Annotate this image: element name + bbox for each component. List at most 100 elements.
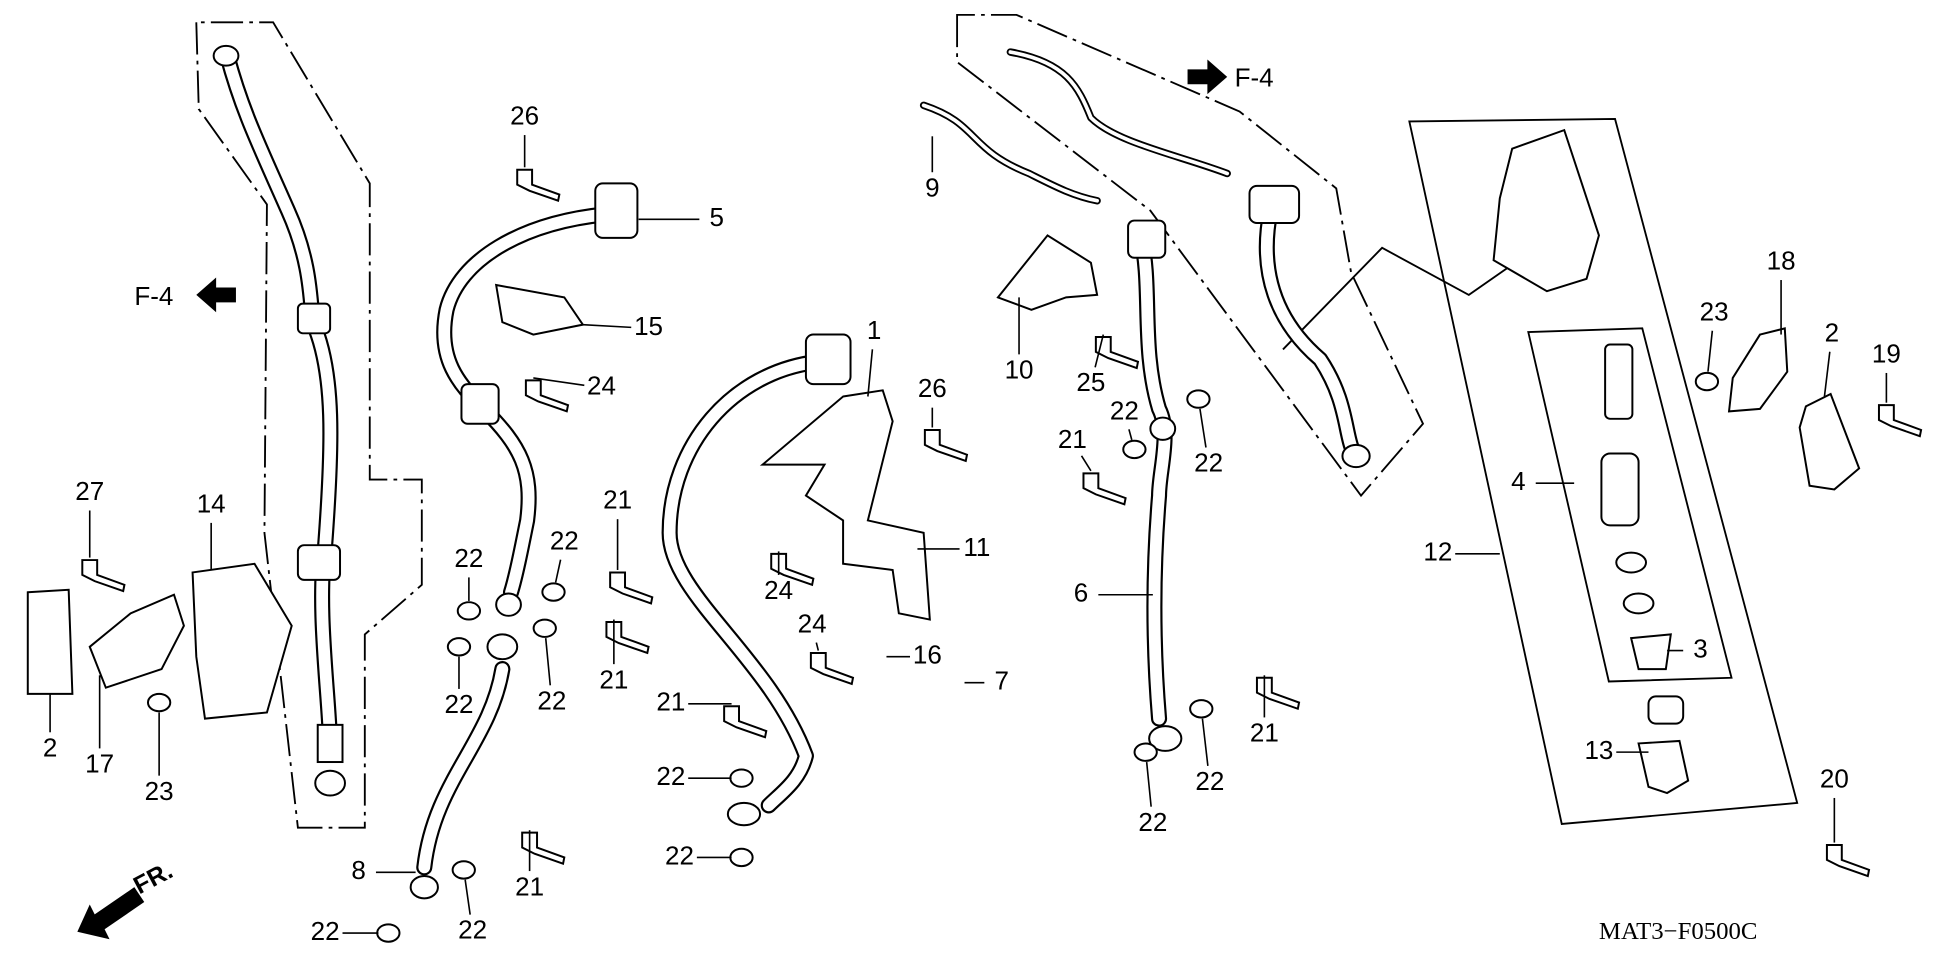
washer xyxy=(532,618,557,638)
components xyxy=(26,44,1861,900)
part-label-12: 12 xyxy=(1423,537,1452,567)
washer xyxy=(451,860,476,880)
part-label-22: 22 xyxy=(550,526,579,556)
part-label-23: 23 xyxy=(145,776,174,806)
leader-line xyxy=(554,559,562,583)
washer xyxy=(1133,742,1158,762)
cross-ref-label: F-4 xyxy=(1235,63,1274,93)
part-label-20: 20 xyxy=(1820,763,1849,793)
leader-line xyxy=(867,349,874,397)
bolt xyxy=(1877,404,1923,438)
part-label-27: 27 xyxy=(75,476,104,506)
part-label-2: 2 xyxy=(1825,317,1839,347)
bolt xyxy=(81,559,126,593)
leader-line xyxy=(1145,761,1152,807)
part-label-22: 22 xyxy=(1194,448,1223,478)
part-label-26: 26 xyxy=(510,101,539,131)
part-label-10: 10 xyxy=(1005,355,1034,385)
part-label-21: 21 xyxy=(599,664,628,694)
leader-line xyxy=(815,642,820,651)
part-label-22: 22 xyxy=(1138,807,1167,837)
bolt xyxy=(524,379,570,413)
arrow-front-icon xyxy=(77,887,145,940)
leader-line xyxy=(1128,429,1133,441)
part-label-14: 14 xyxy=(197,488,226,518)
part-label-22: 22 xyxy=(445,689,474,719)
bolt xyxy=(521,831,566,865)
arrow-right-icon xyxy=(1187,59,1228,95)
washer xyxy=(729,768,754,788)
part-label-22: 22 xyxy=(1195,766,1224,796)
bolt xyxy=(1082,472,1127,506)
nut xyxy=(146,692,172,713)
part-label-2: 2 xyxy=(43,733,57,763)
bolt xyxy=(516,168,561,203)
part-label-13: 13 xyxy=(1584,735,1613,765)
leader-line xyxy=(533,377,585,387)
leader-line xyxy=(582,323,632,329)
bolt xyxy=(809,652,855,686)
leader-line xyxy=(1080,455,1092,472)
part-label-22: 22 xyxy=(537,685,566,715)
washer xyxy=(1186,389,1211,409)
part-label-25: 25 xyxy=(1076,367,1105,397)
leader-lines xyxy=(49,135,1888,934)
hoses xyxy=(219,47,1360,876)
part-label-4: 4 xyxy=(1511,466,1525,496)
washer xyxy=(1122,439,1147,460)
part-label-15: 15 xyxy=(634,311,663,341)
leader-line xyxy=(1199,408,1207,448)
nut xyxy=(1694,371,1720,392)
washers-and-bolts xyxy=(81,168,1923,943)
cross-ref-left: F-4 xyxy=(134,277,236,313)
bolt xyxy=(923,428,969,463)
arrow-left-icon xyxy=(196,277,236,313)
part-label-6: 6 xyxy=(1074,578,1088,608)
bolt xyxy=(770,552,815,587)
part-label-3: 3 xyxy=(1693,633,1707,663)
washer xyxy=(456,601,482,621)
part-label-21: 21 xyxy=(515,871,544,901)
front-direction-indicator: FR. xyxy=(77,857,177,940)
bolt xyxy=(1825,844,1871,878)
part-label-21: 21 xyxy=(1058,424,1087,454)
part-label-9: 9 xyxy=(925,172,939,202)
part-label-11: 11 xyxy=(963,532,990,562)
part-label-19: 19 xyxy=(1872,338,1901,368)
part-label-22: 22 xyxy=(458,915,487,945)
washer xyxy=(376,923,401,943)
bolt xyxy=(605,621,650,655)
reference-code: MAT3−F0500C xyxy=(1599,918,1757,945)
leader-line xyxy=(464,879,471,915)
bolt xyxy=(1255,676,1301,711)
part-label-22: 22 xyxy=(311,916,340,946)
part-label-21: 21 xyxy=(656,687,685,717)
leader-line xyxy=(1201,718,1209,766)
part-label-22: 22 xyxy=(656,761,685,791)
part-label-24: 24 xyxy=(764,575,793,605)
part-label-7: 7 xyxy=(994,666,1008,696)
part-label-22: 22 xyxy=(454,543,483,573)
part-label-22: 22 xyxy=(1110,395,1139,425)
part-label-1: 1 xyxy=(867,315,881,345)
group-outlines xyxy=(195,13,1799,829)
part-label-24: 24 xyxy=(587,371,616,401)
bolt xyxy=(609,571,654,605)
part-label-26: 26 xyxy=(918,373,947,403)
leader-line xyxy=(544,638,552,686)
leader-line xyxy=(1094,334,1105,368)
leader-line xyxy=(1823,351,1831,397)
part-label-24: 24 xyxy=(798,609,827,639)
washer xyxy=(446,637,472,657)
part-label-22: 22 xyxy=(665,840,694,870)
part-label-21: 21 xyxy=(1250,718,1279,748)
leader-line xyxy=(1707,330,1714,372)
cross-ref-label: F-4 xyxy=(134,281,173,311)
part-label-23: 23 xyxy=(1700,296,1729,326)
washer xyxy=(541,582,566,602)
part-label-8: 8 xyxy=(351,855,365,885)
part-label-5: 5 xyxy=(709,202,723,232)
bolt xyxy=(723,705,768,739)
